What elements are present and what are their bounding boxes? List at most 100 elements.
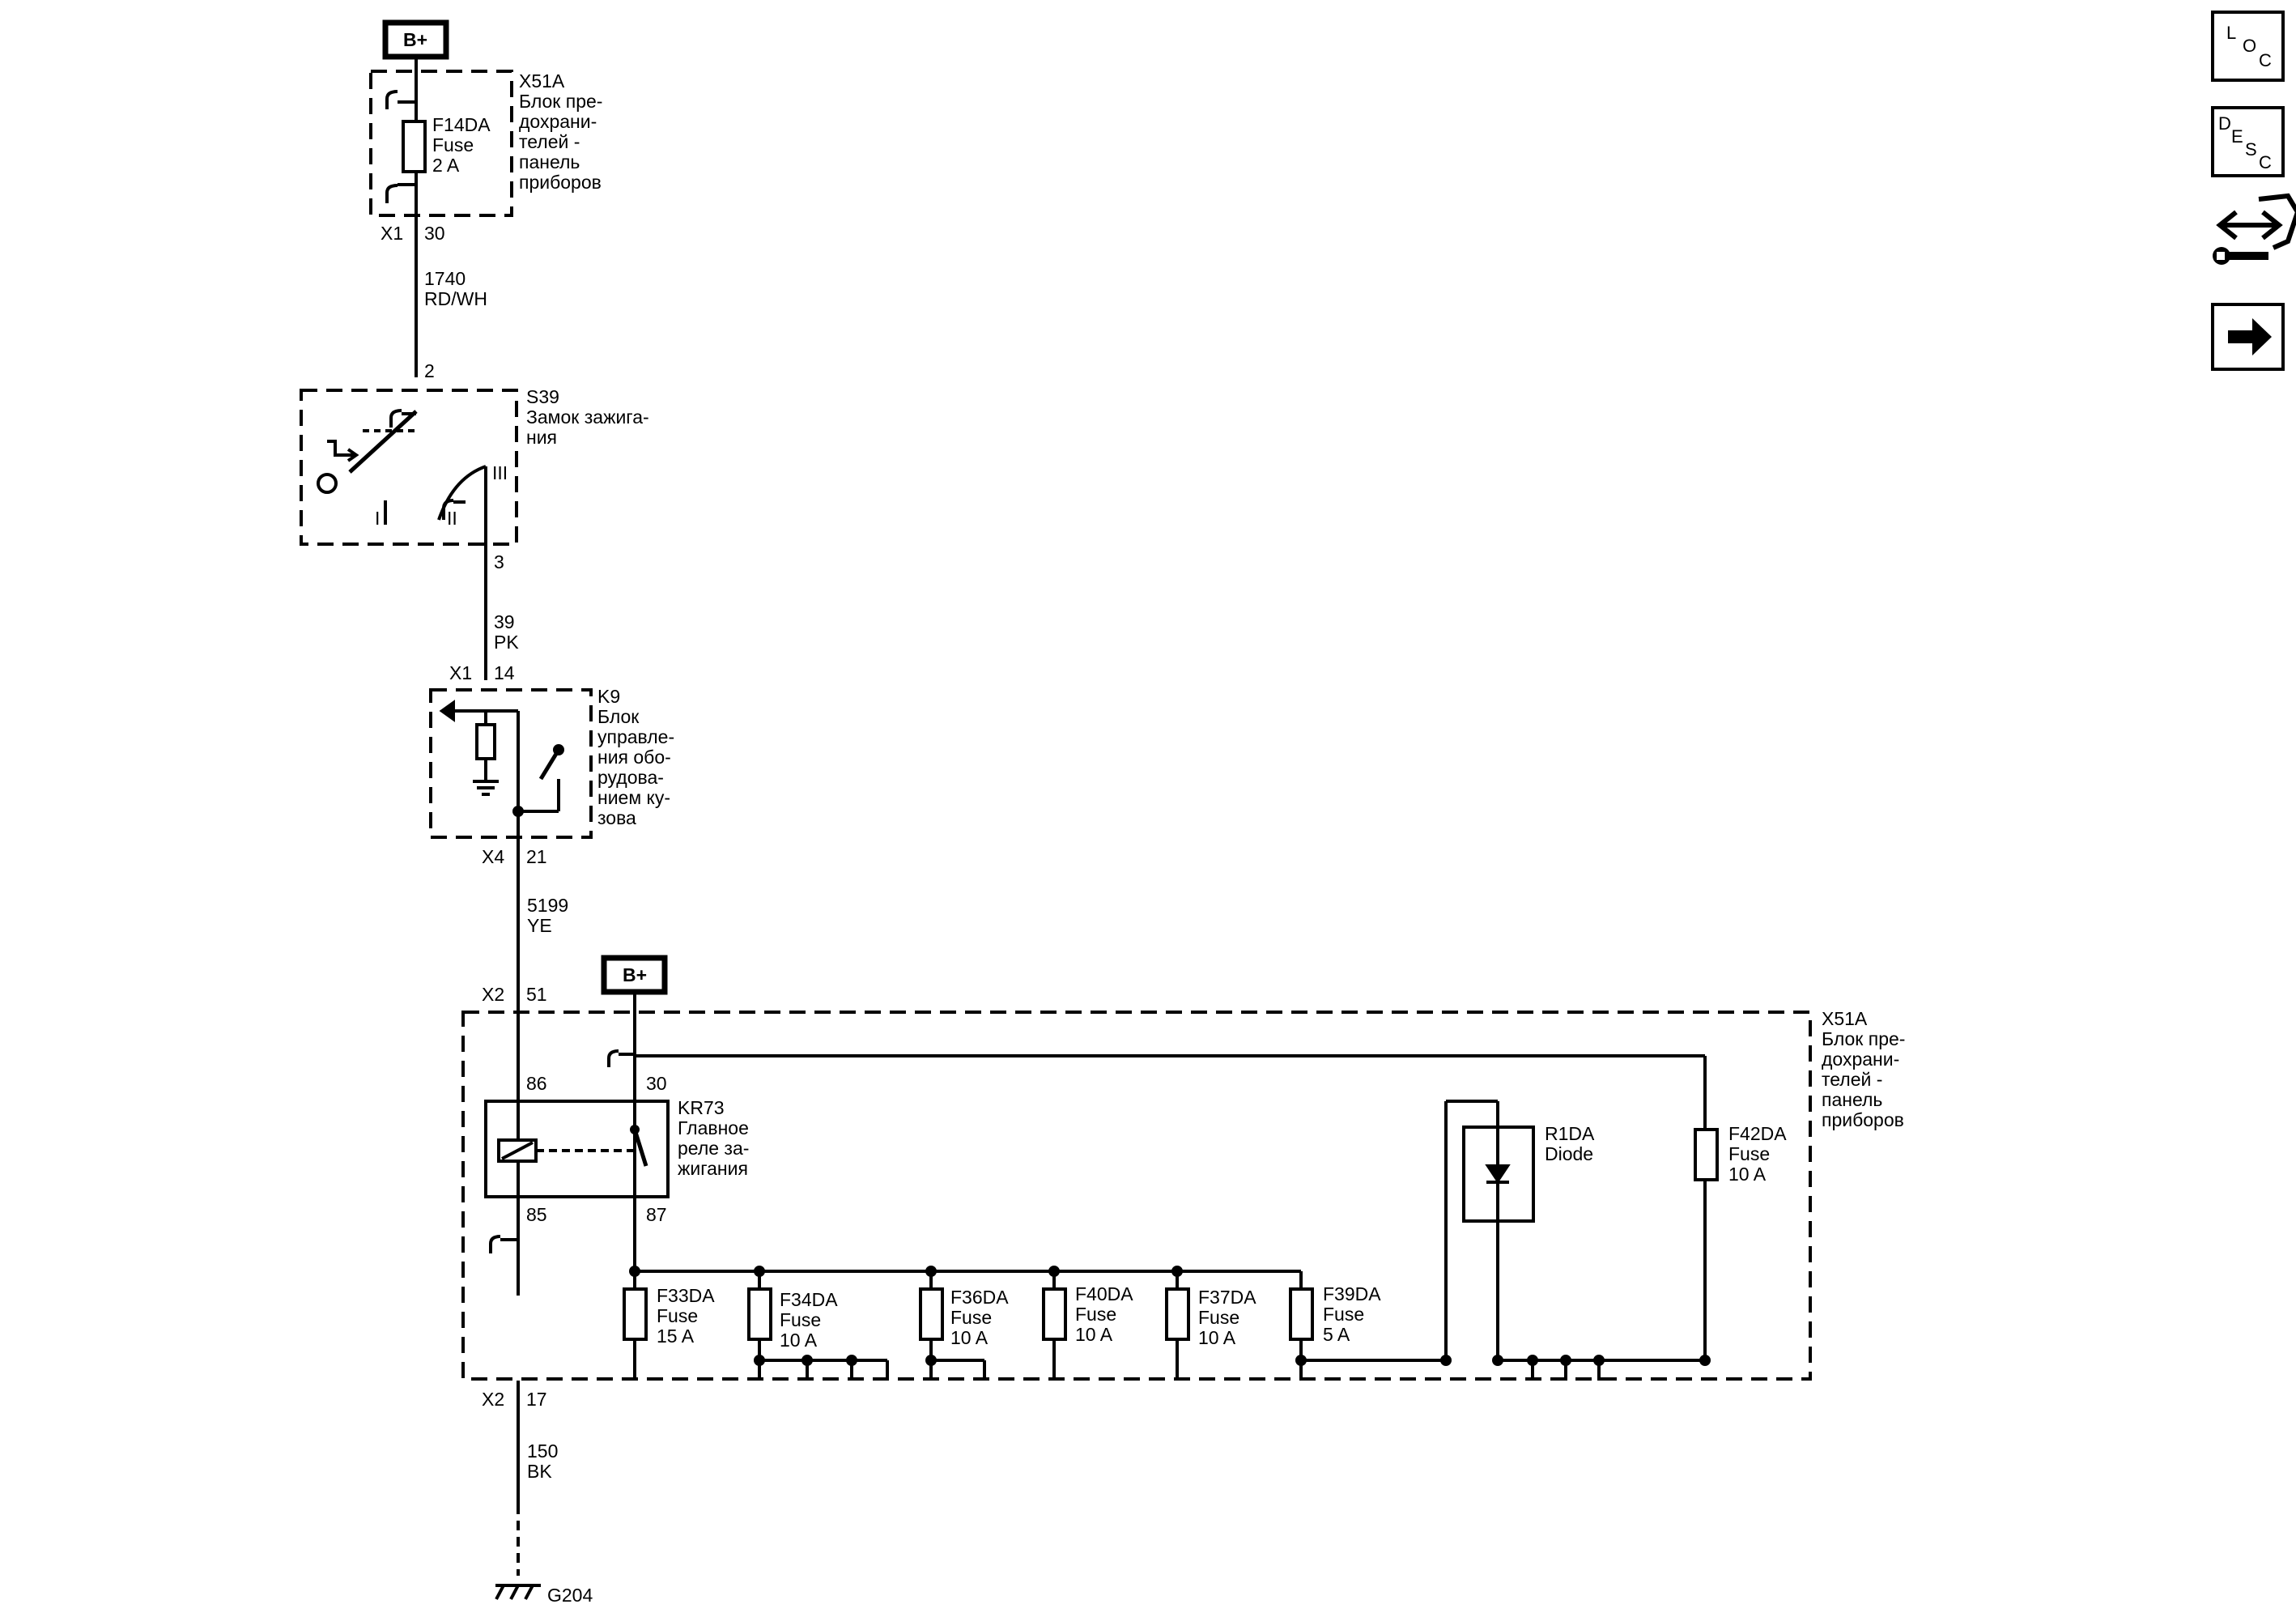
f39da-fuse-symbol	[1289, 1287, 1314, 1341]
x2-conn-in: X2	[482, 984, 504, 1005]
kr73-desc-line: Главное	[678, 1117, 749, 1138]
k9-desc-line: рудова-	[597, 767, 664, 788]
k9-name: K9	[597, 686, 620, 707]
s39-desc-line: Замок зажига-	[526, 406, 649, 428]
f33da-label: Fuse	[657, 1305, 698, 1326]
x51a-bottom-desc-line: телей -	[1822, 1069, 1882, 1090]
f37da-fuse-symbol	[1165, 1287, 1190, 1341]
s39-position-3: III	[492, 462, 508, 483]
x51a-top-box	[369, 70, 513, 217]
k9-pin-out: 21	[526, 846, 547, 867]
f33da-rating: 15 A	[657, 1326, 695, 1347]
svg-text:E: E	[2231, 126, 2243, 147]
f40da-label: Fuse	[1075, 1304, 1116, 1325]
f37da-rating: 10 A	[1198, 1327, 1236, 1348]
f40da-fuse-symbol	[1042, 1287, 1067, 1341]
f42da-label: F42DA	[1728, 1123, 1787, 1144]
f14da-label: Fuse	[432, 134, 474, 155]
kr73-pin-87: 87	[646, 1204, 667, 1225]
x2-conn-out: X2	[482, 1389, 504, 1410]
f14da-fuse-symbol	[402, 120, 427, 173]
s39-pin-out: 3	[494, 551, 504, 572]
kr73-pin-86: 86	[526, 1073, 547, 1094]
wire-150-color: BK	[527, 1461, 552, 1482]
s39-position-2: II	[447, 508, 457, 529]
s39-position-1: I	[375, 508, 380, 529]
r1da-type: Diode	[1545, 1143, 1593, 1164]
svg-text:C: C	[2259, 152, 2272, 172]
f37da-label: F37DA	[1198, 1287, 1256, 1308]
x1-connector-label: X1	[381, 223, 403, 244]
s39-name: S39	[526, 386, 559, 407]
f14da-label: F14DA	[432, 114, 491, 135]
f42da-fuse-symbol	[1694, 1128, 1719, 1181]
svg-text:D: D	[2218, 113, 2231, 134]
x51a-top-desc-line: панель	[519, 151, 580, 172]
k9-desc-line: нием ку-	[597, 787, 670, 808]
loc-icon[interactable]: L O C	[2211, 11, 2285, 82]
x51a-bottom-box	[461, 1011, 1812, 1381]
f34da-label: F34DA	[780, 1289, 838, 1310]
wire-39-color: PK	[494, 632, 519, 653]
f36da-rating: 10 A	[950, 1327, 989, 1348]
wire-150-label: 150	[527, 1440, 558, 1462]
f42da-rating: 10 A	[1728, 1164, 1767, 1185]
f39da-label: F39DA	[1323, 1283, 1381, 1304]
s39-box	[300, 389, 518, 546]
wire-5199-color: YE	[527, 915, 552, 936]
k9-conn-in: X1	[449, 662, 472, 683]
k9-desc-line: ния обо-	[597, 747, 671, 768]
r1da-name: R1DA	[1545, 1123, 1595, 1144]
x51a-bottom-desc-line: панель	[1822, 1089, 1882, 1110]
k9-desc-line: Блок	[597, 706, 640, 727]
k9-desc-line: управле-	[597, 726, 674, 747]
x2-pin-51: 51	[526, 984, 547, 1005]
f34da-rating: 10 A	[780, 1330, 818, 1351]
desc-icon[interactable]: D E S C	[2211, 106, 2285, 177]
f33da-label: F33DA	[657, 1285, 715, 1306]
bplus-top-label: B+	[403, 29, 427, 50]
x51a-top-desc-line: приборов	[519, 172, 602, 193]
wire-39-label: 39	[494, 611, 515, 632]
kr73-desc-line: жигания	[678, 1158, 748, 1179]
x2-pin-17: 17	[526, 1389, 547, 1410]
k9-conn-out: X4	[482, 846, 504, 867]
x51a-top-desc-line: Блок пре-	[519, 91, 602, 112]
x51a-top-desc-line: телей -	[519, 131, 580, 152]
svg-text:O: O	[2243, 36, 2256, 56]
f40da-rating: 10 A	[1075, 1324, 1113, 1345]
x51a-top-name: X51A	[519, 70, 565, 91]
s39-desc-line: ния	[526, 427, 557, 448]
f40da-label: F40DA	[1075, 1283, 1133, 1304]
k9-desc-line: зова	[597, 807, 636, 828]
f34da-fuse-symbol	[747, 1287, 772, 1341]
component-wrench-icon[interactable]	[2213, 193, 2296, 265]
k9-pin-in: 14	[494, 662, 515, 683]
f36da-label: F36DA	[950, 1287, 1009, 1308]
ground-g204-label: G204	[547, 1585, 593, 1606]
f34da-label: Fuse	[780, 1309, 821, 1330]
x51a-bottom-desc-line: приборов	[1822, 1109, 1904, 1130]
arrow-right-icon[interactable]	[2211, 303, 2285, 371]
f39da-rating: 5 A	[1323, 1324, 1350, 1345]
wire-5199-label: 5199	[527, 895, 568, 916]
pin-30-label: 30	[424, 223, 445, 244]
k9-box	[429, 688, 593, 839]
x51a-bottom-name: X51A	[1822, 1008, 1868, 1029]
f36da-label: Fuse	[950, 1307, 992, 1328]
s39-pin-in: 2	[424, 360, 435, 381]
f37da-label: Fuse	[1198, 1307, 1239, 1328]
svg-text:S: S	[2245, 139, 2257, 160]
kr73-relay-box	[484, 1100, 670, 1198]
f33da-fuse-symbol	[623, 1287, 648, 1341]
wire-1740-label: 1740	[424, 268, 466, 289]
x51a-top-desc-line: дохрани-	[519, 111, 597, 132]
f36da-fuse-symbol	[919, 1287, 944, 1341]
kr73-pin-85: 85	[526, 1204, 547, 1225]
x51a-bottom-desc-line: Блок пре-	[1822, 1028, 1905, 1049]
kr73-desc-line: реле за-	[678, 1138, 749, 1159]
f42da-label: Fuse	[1728, 1143, 1770, 1164]
bplus-mid-label: B+	[623, 964, 647, 985]
svg-text:C: C	[2259, 50, 2272, 70]
